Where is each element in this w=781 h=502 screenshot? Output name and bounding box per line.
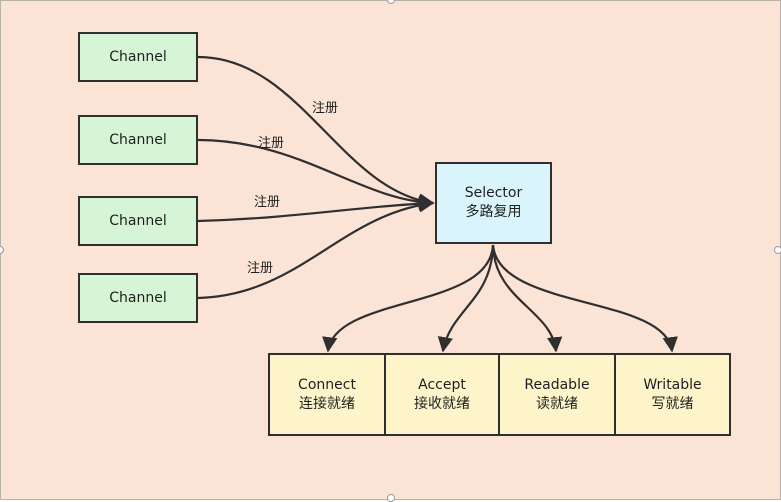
register-edge-4 bbox=[197, 197, 435, 300]
resize-handle-right[interactable] bbox=[774, 246, 781, 254]
channel-label: Channel bbox=[109, 289, 167, 306]
ready-edge-accept bbox=[437, 244, 495, 353]
state-node-readable[interactable]: Readable 读就绪 bbox=[498, 353, 616, 436]
register-label-4: 注册 bbox=[247, 261, 274, 276]
state-title: Readable bbox=[524, 376, 590, 393]
register-edge-2 bbox=[197, 138, 435, 211]
state-title: Connect bbox=[298, 376, 356, 393]
register-edge-3 bbox=[197, 195, 435, 223]
channel-node-1[interactable]: Channel bbox=[78, 32, 198, 82]
state-title: Accept bbox=[418, 376, 466, 393]
register-edge-1 bbox=[197, 55, 435, 209]
state-subtitle: 连接就绪 bbox=[299, 395, 355, 412]
state-node-connect[interactable]: Connect 连接就绪 bbox=[268, 353, 386, 436]
channel-label: Channel bbox=[109, 48, 167, 65]
state-subtitle: 接收就绪 bbox=[414, 395, 470, 412]
register-label-2: 注册 bbox=[258, 136, 285, 151]
state-title: Writable bbox=[643, 376, 702, 393]
state-subtitle: 读就绪 bbox=[536, 395, 578, 412]
register-label-1: 注册 bbox=[312, 101, 339, 116]
ready-edge-writable bbox=[491, 244, 678, 353]
channel-label: Channel bbox=[109, 131, 167, 148]
state-subtitle: 写就绪 bbox=[651, 395, 694, 412]
ready-edge-readable bbox=[491, 244, 563, 353]
channel-label: Channel bbox=[109, 212, 167, 229]
register-label-3: 注册 bbox=[254, 195, 281, 210]
channel-node-2[interactable]: Channel bbox=[78, 115, 198, 165]
selector-subtitle: 多路复用 bbox=[465, 204, 522, 220]
channel-node-4[interactable]: Channel bbox=[78, 273, 198, 323]
state-node-accept[interactable]: Accept 接收就绪 bbox=[384, 353, 500, 436]
state-node-writable[interactable]: Writable 写就绪 bbox=[614, 353, 731, 436]
ready-edge-connect bbox=[322, 244, 495, 353]
selector-title: Selector bbox=[464, 185, 523, 201]
selector-node[interactable]: Selector 多路复用 bbox=[435, 162, 552, 244]
channel-node-3[interactable]: Channel bbox=[78, 196, 198, 246]
